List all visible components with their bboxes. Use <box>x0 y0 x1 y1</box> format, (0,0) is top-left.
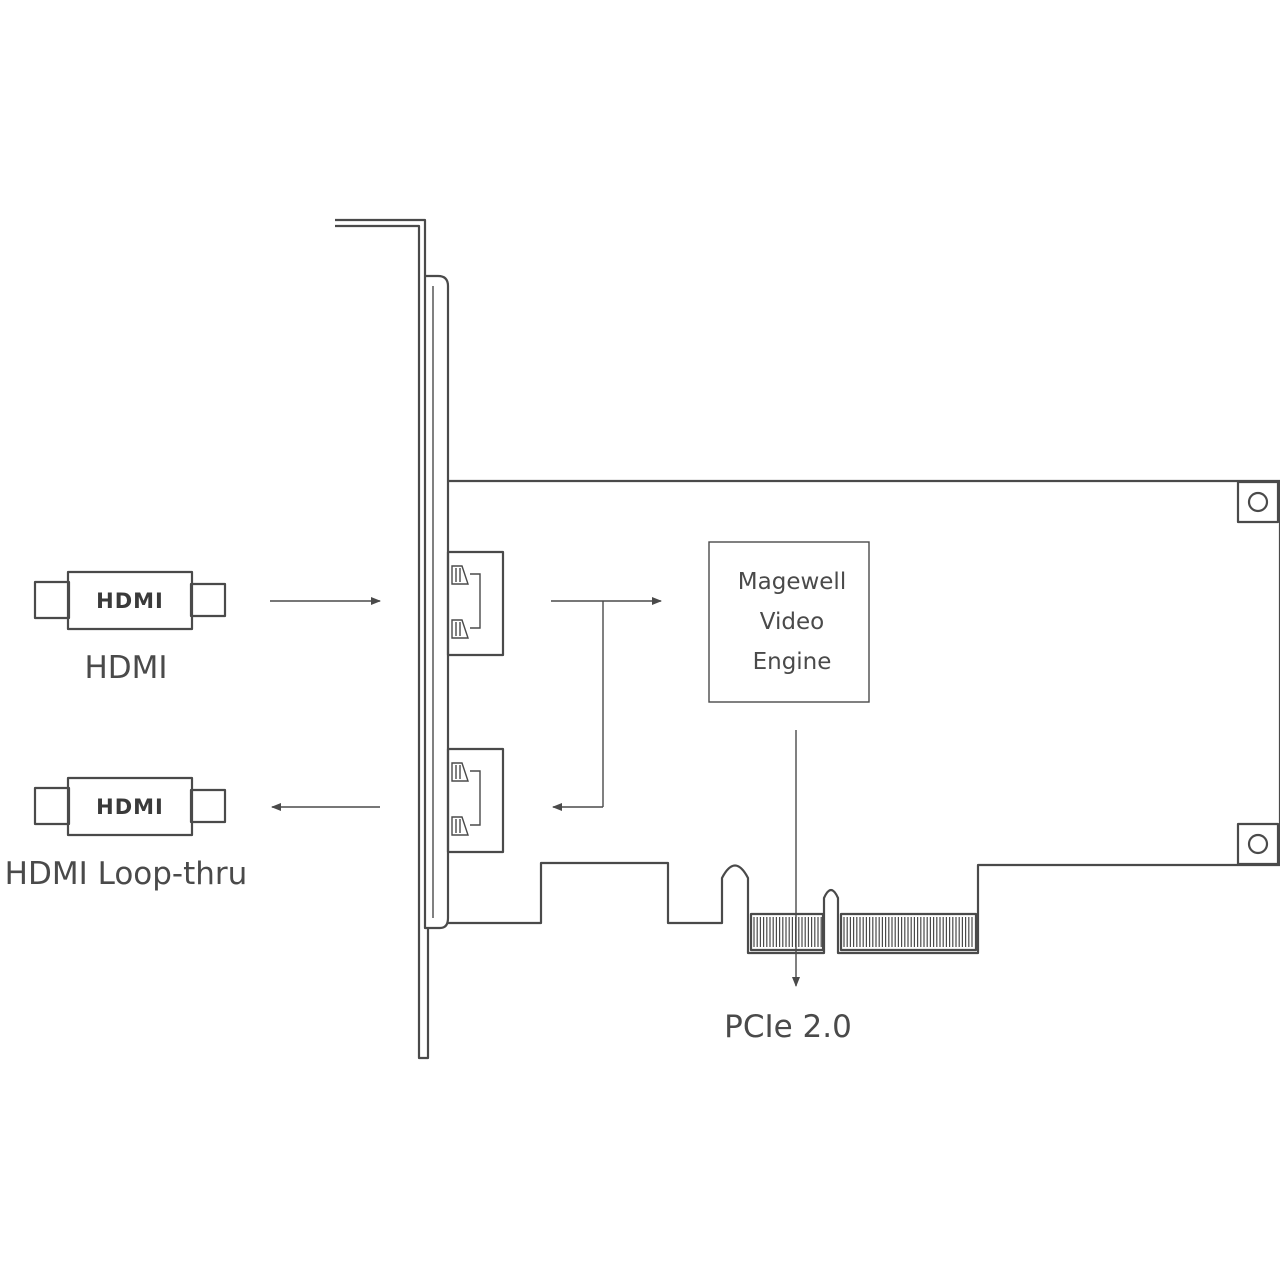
pcb-board <box>448 479 1280 955</box>
video-engine-chip: Magewell Video Engine <box>708 541 870 703</box>
engine-label-line3: Engine <box>753 649 832 675</box>
mounting-bracket <box>335 218 450 1060</box>
engine-label-line1: Magewell <box>738 569 846 595</box>
hdmi-port-input <box>446 550 505 657</box>
mounting-hole-top <box>1236 480 1280 524</box>
pcie-label: PCIe 2.0 <box>724 1009 852 1045</box>
hdmi-logo-icon: HDMI <box>96 589 164 613</box>
hdmi-cable-connector-input: HDMI <box>33 570 227 631</box>
hdmi-loopthru-label: HDMI Loop-thru <box>5 856 248 892</box>
pcie-gold-fingers <box>749 912 978 952</box>
hdmi-logo-icon: HDMI <box>96 795 164 819</box>
hdmi-port-loopthru <box>446 747 505 854</box>
mounting-hole-bottom <box>1236 822 1280 866</box>
hdmi-input-label: HDMI <box>84 650 167 686</box>
engine-label-line2: Video <box>760 609 824 635</box>
hdmi-cable-connector-loopthru: HDMI <box>33 776 227 837</box>
